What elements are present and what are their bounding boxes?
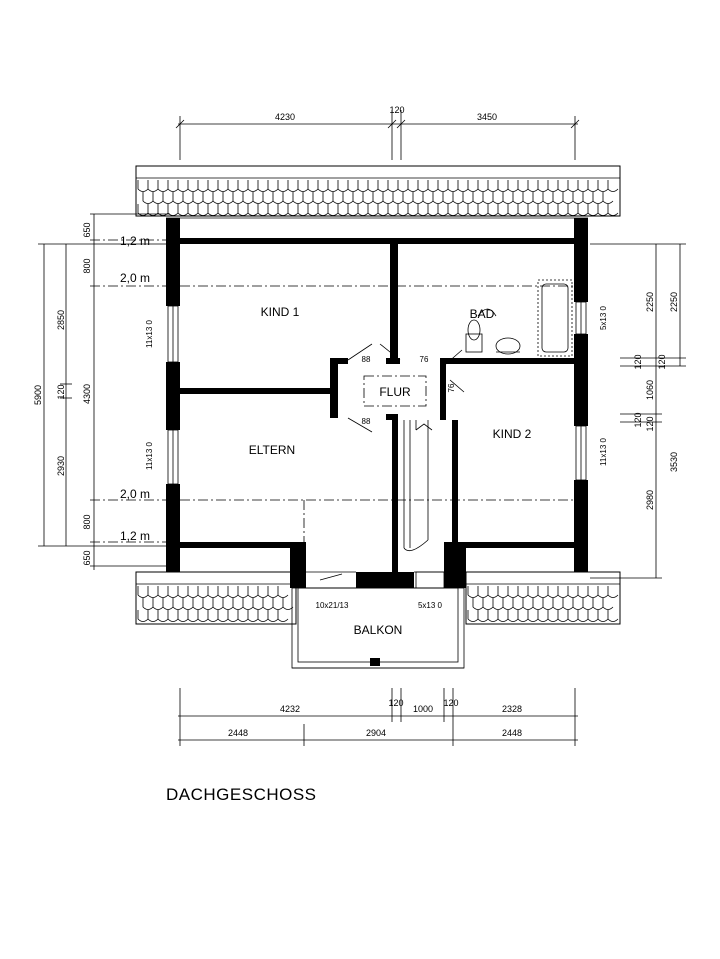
dim-left-c: 2850 [56, 310, 66, 330]
dim-right-i: 2980 [645, 490, 655, 510]
dim-top-left: 4230 [275, 112, 295, 122]
dim-right-d: 120 [657, 354, 667, 369]
flur-box [363, 375, 427, 407]
bath-fixtures [465, 279, 573, 357]
top-dimension-line: 4230 120 3450 [175, 105, 580, 160]
ceiling-height-lines [90, 213, 580, 567]
roof-tile-row [137, 586, 289, 598]
dim-left-b: 800 [82, 258, 92, 273]
dim-right-b: 2250 [669, 292, 679, 312]
plan-title: DACHGESCHOSS [166, 785, 317, 804]
window-label-balkon-right: 5x13 0 [418, 601, 443, 610]
roof-tile-row [467, 586, 619, 598]
dim-bottom2-left: 2448 [228, 728, 248, 738]
room-kind2: KIND 2 [493, 427, 532, 441]
height-label-upper-12: 1,2 m [120, 234, 150, 248]
dim-bottom1-b: 120 [443, 698, 458, 708]
roof-tile-row [142, 598, 294, 610]
dim-top-right: 3450 [477, 112, 497, 122]
roof-tile-row [472, 598, 614, 610]
dim-left-total: 5900 [33, 385, 43, 405]
dim-left-mid: 4300 [82, 384, 92, 404]
room-balkon: BALKON [354, 623, 403, 637]
dim-bottom1-left: 4232 [280, 704, 300, 714]
window-label-left-bottom: 11x13 0 [145, 442, 154, 470]
roof-tile-row [142, 192, 614, 204]
height-label-lower-20: 2,0 m [120, 487, 150, 501]
dim-left-g: 650 [82, 550, 92, 565]
balcony [291, 587, 465, 669]
dim-left-a: 650 [82, 222, 92, 237]
dim-left-d: 120 [56, 384, 66, 399]
walls [166, 217, 588, 589]
right-dimensions: 2250 2250 120 120 1060 120 120 3530 2980 [590, 243, 686, 579]
roof-tile-row [137, 180, 619, 192]
windows [167, 301, 587, 485]
dim-bottom2-right: 2448 [502, 728, 522, 738]
door-label-76-top: 76 [420, 355, 429, 364]
dim-right-a: 2250 [645, 292, 655, 312]
door-label-88-top: 88 [362, 355, 371, 364]
bottom-dimensions: 4232 120 1000 120 2328 2448 2904 2448 [178, 688, 578, 746]
roof-tiles-bottom-left [135, 571, 297, 625]
left-dimensions: 5900 650 800 2850 120 4300 2930 800 650 [33, 214, 180, 570]
dim-right-h: 3530 [669, 452, 679, 472]
roof-tiles-top [135, 165, 621, 217]
window-label-balkon-left: 10x21/13 [316, 601, 349, 610]
window-label-right-top: 5x13 0 [599, 305, 608, 330]
roof-tiles-bottom-right [465, 571, 621, 625]
roof-tile-row [137, 204, 619, 216]
dim-left-f: 800 [82, 514, 92, 529]
door-label-88-bottom: 88 [362, 417, 371, 426]
height-label-lower-12: 1,2 m [120, 529, 150, 543]
staircase [403, 420, 445, 589]
roof-tile-row [467, 610, 619, 622]
door-swings [319, 343, 465, 581]
dim-right-e: 1060 [645, 380, 655, 400]
dim-right-c: 120 [633, 354, 643, 369]
dim-top-mid: 120 [389, 105, 404, 115]
room-flur: FLUR [379, 385, 411, 399]
room-eltern: ELTERN [249, 443, 295, 457]
window-label-left-top: 11x13 0 [145, 320, 154, 348]
room-kind1: KIND 1 [261, 305, 300, 319]
height-label-upper-20: 2,0 m [120, 271, 150, 285]
dim-bottom1-right: 2328 [502, 704, 522, 714]
window-label-right-bottom: 11x13 0 [599, 438, 608, 466]
dim-left-e: 2930 [56, 456, 66, 476]
dim-bottom1-mid: 1000 [413, 704, 433, 714]
door-label-76-right: 76 [447, 383, 456, 392]
dim-bottom2-mid: 2904 [366, 728, 386, 738]
dim-right-g: 120 [645, 416, 655, 431]
dim-right-f: 120 [633, 412, 643, 427]
dim-bottom1-a: 120 [388, 698, 403, 708]
roof-tile-row [137, 610, 289, 622]
room-bad: BAD [470, 307, 495, 321]
